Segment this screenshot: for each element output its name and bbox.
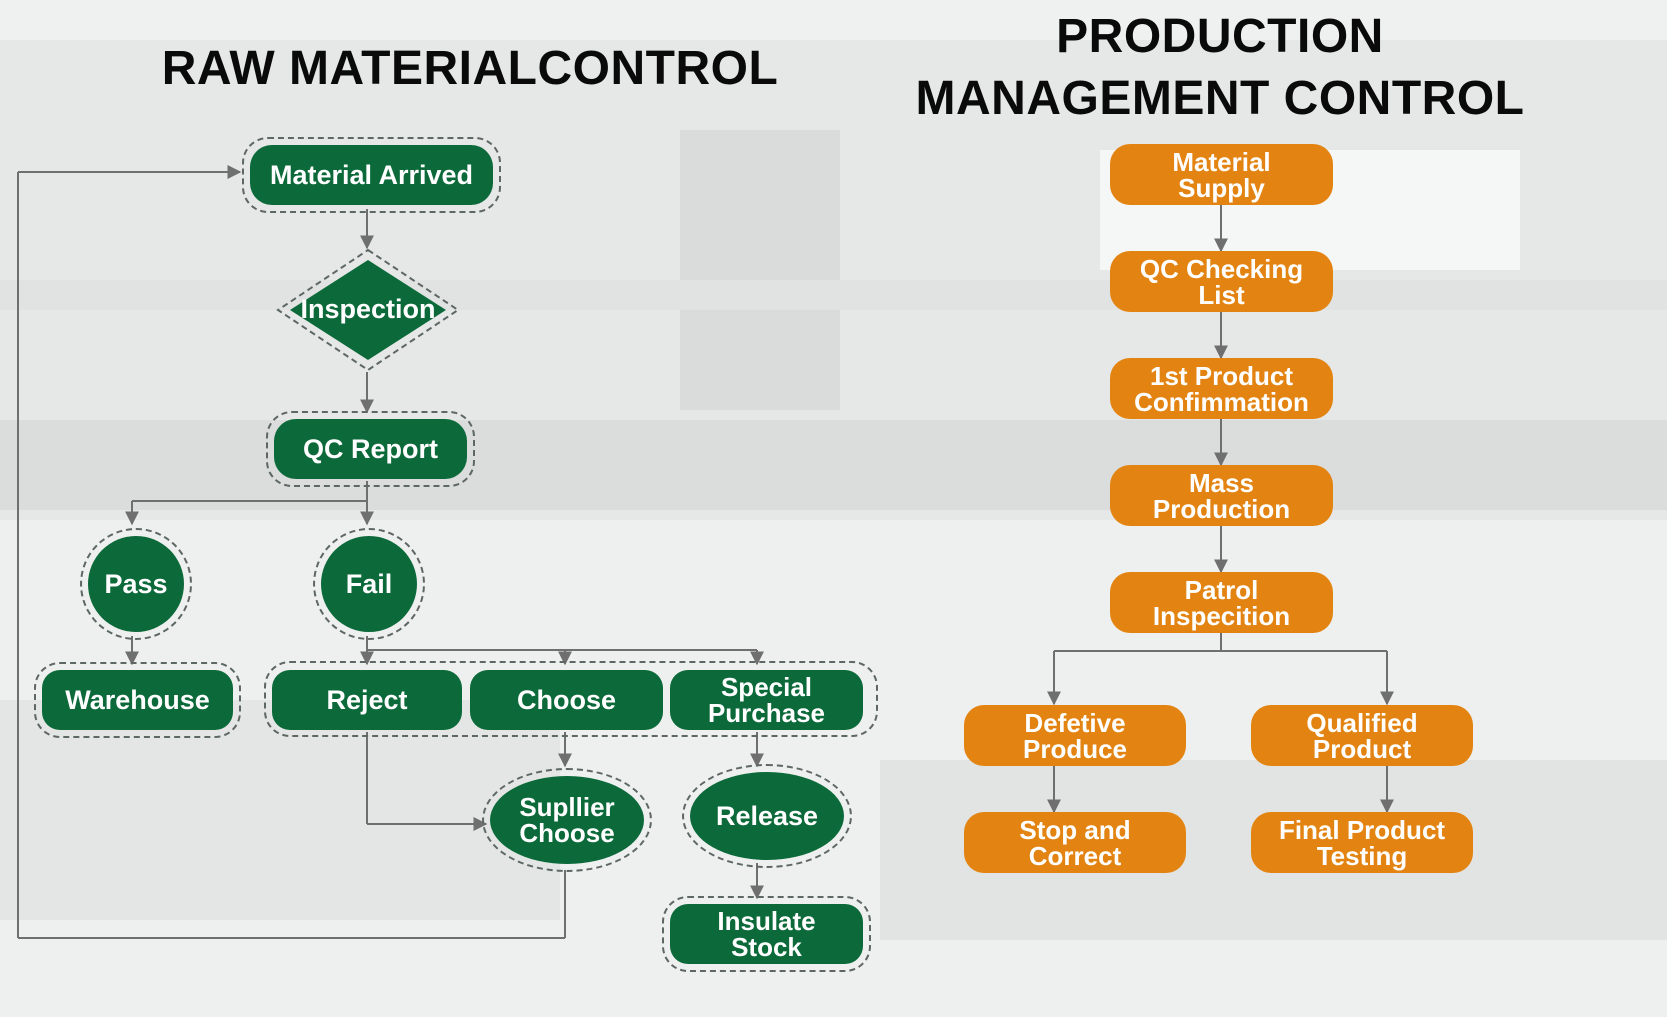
material-supply-label-line1: Material: [1172, 146, 1271, 177]
special-purchase-label-line1: Special: [720, 672, 813, 702]
material-arrived-node: Material Arrived: [242, 137, 501, 213]
first-product-label-line1: 1st Product: [1149, 360, 1294, 391]
final-product-testing-label-line1: Final Product: [1278, 814, 1446, 845]
fail-label: Fail: [345, 569, 393, 599]
material-arrived-label: Material Arrived: [269, 160, 474, 190]
mass-production-label-line1: Mass: [1188, 467, 1255, 498]
production-title-line1: PRODUCTION: [1056, 10, 1384, 63]
material-supply-label-line2: Supply: [1178, 172, 1265, 203]
first-product-confirmation-node: 1st Product Confimmation: [1110, 358, 1333, 419]
defective-produce-label-line2: Produce: [1022, 733, 1128, 764]
warehouse-label: Warehouse: [65, 685, 210, 715]
insulate-stock-node: Insulate Stock: [662, 896, 871, 972]
qualified-product-node: Qualified Product: [1251, 705, 1473, 766]
pass-node: Pass: [80, 528, 192, 640]
supplier-choose-label-line2: Choose: [519, 818, 615, 848]
production-management-control-title: PRODUCTION MANAGEMENT CONTROL: [880, 6, 1560, 130]
supplier-choose-node: Supllier Choose: [482, 768, 652, 872]
insulate-stock-label-line1: Insulate: [717, 906, 816, 936]
qc-checking-list-label-line1: QC Checking: [1139, 253, 1304, 284]
mass-production-node: Mass Production: [1110, 465, 1333, 526]
choose-label: Choose: [516, 684, 616, 715]
mass-production-label-line2: Production: [1152, 493, 1291, 524]
patrol-inspection-label-line1: Patrol: [1184, 574, 1259, 605]
supplier-choose-label-line1: Supllier: [519, 792, 615, 822]
final-product-testing-label-line2: Testing: [1316, 840, 1408, 871]
raw-material-control-title: RAW MATERIALCONTROL: [161, 42, 779, 95]
insulate-stock-label-line2: Stock: [731, 932, 802, 962]
stop-and-correct-node: Stop and Correct: [964, 812, 1186, 873]
defective-produce-label-line1: Defetive: [1024, 707, 1126, 738]
stop-and-correct-label-line2: Correct: [1028, 840, 1122, 871]
qc-checking-list-node: QC Checking List: [1110, 251, 1333, 312]
qualified-product-label-line1: Qualified: [1306, 707, 1418, 738]
qc-report-node: QC Report: [266, 411, 475, 487]
release-node: Release: [682, 764, 852, 868]
defective-produce-node: Defetive Produce: [964, 705, 1186, 766]
qc-report-label: QC Report: [303, 434, 438, 464]
reject-node: Reject: [272, 670, 462, 730]
fail-options-group-outline: [264, 661, 878, 737]
production-title-line2: MANAGEMENT CONTROL: [915, 72, 1525, 125]
qc-checking-list-label-line2: List: [1198, 279, 1245, 310]
reject-label: Reject: [326, 684, 408, 715]
qualified-product-label-line2: Product: [1312, 733, 1412, 764]
release-label: Release: [715, 801, 819, 831]
final-product-testing-node: Final Product Testing: [1251, 812, 1473, 873]
warehouse-node: Warehouse: [34, 662, 241, 738]
special-purchase-label-line2: Purchase: [707, 698, 826, 728]
patrol-inspection-node: Patrol Inspecition: [1110, 572, 1333, 633]
inspection-diamond: [276, 248, 460, 372]
fail-node: Fail: [313, 528, 425, 640]
special-purchase-node: Special Purchase: [670, 670, 863, 730]
first-product-label-line2: Confimmation: [1134, 386, 1309, 417]
choose-node: Choose: [470, 670, 663, 730]
inspection-label: Inspection: [300, 294, 436, 324]
patrol-inspection-label-line2: Inspecition: [1152, 600, 1291, 631]
pass-label: Pass: [104, 569, 168, 599]
stop-and-correct-label-line1: Stop and: [1019, 814, 1131, 845]
material-supply-node: Material Supply: [1110, 144, 1333, 205]
